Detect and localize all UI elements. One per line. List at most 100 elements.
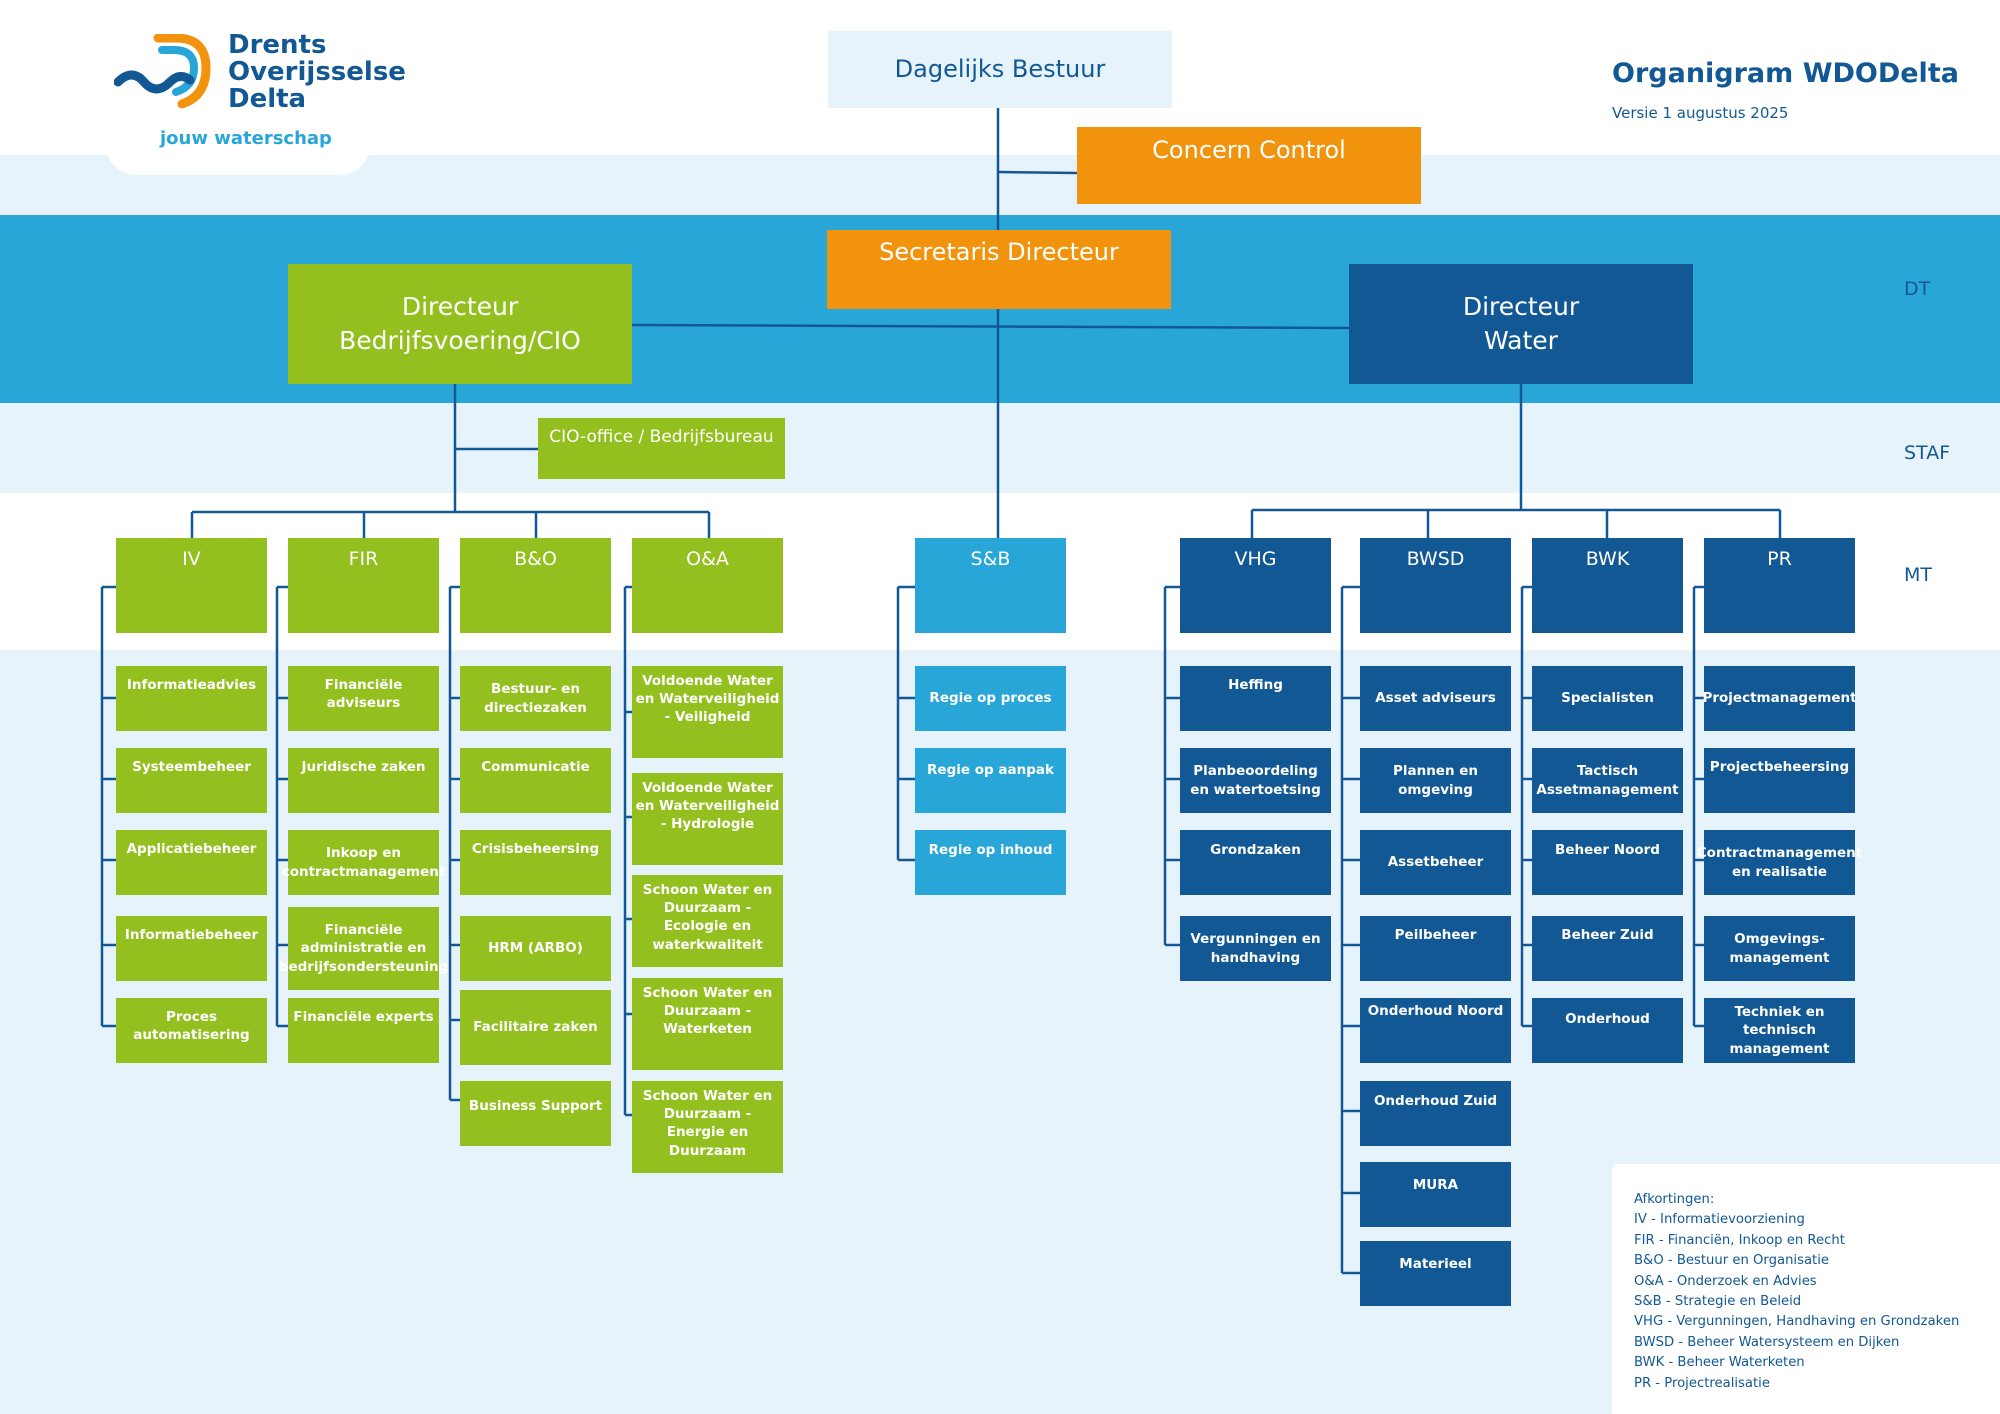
dept-pr-label: PR bbox=[1767, 548, 1792, 570]
unit-label: Heffing bbox=[1228, 677, 1283, 693]
unit-box: Systeembeheer bbox=[116, 748, 267, 813]
directeur-bedrijfsvoering-line2: Bedrijfsvoering/CIO bbox=[339, 326, 581, 355]
cio-office-box: CIO-office / Bedrijfsbureau bbox=[538, 418, 785, 479]
logo-icon bbox=[114, 34, 211, 109]
unit-label: Projectbeheersing bbox=[1709, 759, 1850, 775]
unit-label: Voldoende Water en Waterveiligheid - Vei… bbox=[635, 673, 780, 726]
logo-tagline: jouw waterschap bbox=[160, 128, 332, 149]
legend-title: Afkortingen: bbox=[1634, 1192, 1715, 1207]
secretaris-directeur-box: Secretaris Directeur bbox=[827, 230, 1171, 309]
logo-line-3: Delta bbox=[228, 84, 307, 114]
unit-label: Proces automatisering bbox=[133, 1009, 250, 1044]
unit-label: Materieel bbox=[1399, 1256, 1472, 1272]
secretaris-directeur-label: Secretaris Directeur bbox=[879, 238, 1119, 266]
dept-sb-box: S&B bbox=[915, 538, 1066, 633]
unit-box: Projectbeheersing bbox=[1704, 748, 1855, 813]
unit-box: Bestuur- en directiezaken bbox=[460, 666, 611, 731]
unit-box: Financiële experts bbox=[288, 998, 439, 1063]
unit-label: Onderhoud bbox=[1565, 1011, 1650, 1027]
unit-box: Peilbeheer bbox=[1360, 916, 1511, 981]
legend-item: S&B - Strategie en Beleid bbox=[1634, 1294, 1802, 1310]
unit-label: Regie op aanpak bbox=[927, 762, 1054, 778]
unit-label: Inkoop en contractmanagement bbox=[281, 845, 446, 880]
staf-band bbox=[0, 403, 2000, 493]
dept-bwk-box: BWK bbox=[1532, 538, 1683, 633]
legend-item: B&O - Bestuur en Organisatie bbox=[1634, 1253, 1829, 1269]
directeur-bedrijfsvoering-box: Directeur Bedrijfsvoering/CIO bbox=[288, 264, 632, 384]
unit-box: Inkoop en contractmanagement bbox=[282, 830, 445, 895]
dept-oa-label: O&A bbox=[686, 548, 729, 570]
unit-label: Peilbeheer bbox=[1394, 927, 1477, 943]
level-label-dt: DT bbox=[1904, 278, 1931, 300]
unit-label: Asset adviseurs bbox=[1375, 690, 1496, 707]
dept-fir-label: FIR bbox=[348, 548, 379, 570]
dept-vhg-box: VHG bbox=[1180, 538, 1331, 633]
unit-box: Onderhoud bbox=[1532, 998, 1683, 1063]
concern-control-box: Concern Control bbox=[1077, 127, 1421, 204]
unit-label: Schoon Water en Duurzaam - Ecologie en w… bbox=[642, 882, 773, 953]
unit-box: Regie op aanpak bbox=[915, 748, 1066, 813]
dept-bwsd-box: BWSD bbox=[1360, 538, 1511, 633]
unit-label: Onderhoud Noord bbox=[1367, 1003, 1504, 1019]
directeur-water-line1: Directeur bbox=[1462, 292, 1580, 322]
directeur-water-box: Directeur Water bbox=[1349, 264, 1693, 384]
unit-box: Schoon Water en Duurzaam - Energie en Du… bbox=[632, 1081, 783, 1173]
unit-box: Beheer Noord bbox=[1532, 830, 1683, 895]
unit-label: Communicatie bbox=[481, 759, 590, 775]
logo-line-2: Overijsselse bbox=[228, 57, 406, 87]
legend-item: BWSD - Beheer Watersysteem en Dijken bbox=[1634, 1334, 1900, 1350]
unit-label: Financiële administratie en bedrijfsonde… bbox=[278, 922, 449, 975]
unit-box: Voldoende Water en Waterveiligheid - Vei… bbox=[632, 666, 783, 758]
unit-box: Financiële administratie en bedrijfsonde… bbox=[279, 907, 448, 990]
unit-box: Tactisch Assetmanagement bbox=[1532, 748, 1683, 813]
unit-box: Planbeoordeling en watertoetsing bbox=[1180, 748, 1331, 813]
unit-box: Regie op proces bbox=[915, 666, 1066, 731]
concern-control-label: Concern Control bbox=[1152, 136, 1346, 164]
unit-box: Beheer Zuid bbox=[1532, 916, 1683, 981]
unit-box: Heffing bbox=[1180, 666, 1331, 731]
unit-label: Vergunningen en handhaving bbox=[1190, 931, 1321, 966]
dept-bwk-label: BWK bbox=[1585, 548, 1630, 570]
dept-pr-box: PR bbox=[1704, 538, 1855, 633]
dept-vhg-label: VHG bbox=[1234, 548, 1277, 570]
unit-box: Grondzaken bbox=[1180, 830, 1331, 895]
unit-box: Contractmanagement en realisatie bbox=[1697, 830, 1862, 895]
dagelijks-bestuur-box: Dagelijks Bestuur bbox=[828, 31, 1172, 108]
unit-box: Schoon Water en Duurzaam - Ecologie en w… bbox=[632, 875, 783, 967]
dept-sb-label: S&B bbox=[970, 548, 1011, 570]
unit-label: Specialisten bbox=[1561, 690, 1654, 707]
unit-label: Techniek en technisch management bbox=[1729, 1004, 1830, 1057]
level-label-mt: MT bbox=[1904, 564, 1932, 586]
unit-box: Financiële adviseurs bbox=[288, 666, 439, 731]
unit-label: Onderhoud Zuid bbox=[1373, 1093, 1498, 1109]
unit-box: Applicatiebeheer bbox=[116, 830, 267, 895]
unit-label: Voldoende Water en Waterveiligheid - Hyd… bbox=[635, 780, 780, 833]
unit-box: Informatiebeheer bbox=[116, 916, 267, 981]
unit-label: Schoon Water en Duurzaam - Waterketen bbox=[642, 985, 773, 1038]
dept-oa-box: O&A bbox=[632, 538, 783, 633]
dagelijks-bestuur-label: Dagelijks Bestuur bbox=[894, 55, 1106, 84]
unit-box: MURA bbox=[1360, 1162, 1511, 1227]
dept-iv-box: IV bbox=[116, 538, 267, 633]
level-label-staf: STAF bbox=[1904, 442, 1951, 464]
unit-box: Regie op inhoud bbox=[915, 830, 1066, 895]
legend-item: VHG - Vergunningen, Handhaving en Grondz… bbox=[1634, 1314, 1960, 1330]
unit-label: Schoon Water en Duurzaam - Energie en Du… bbox=[642, 1088, 773, 1159]
unit-label: Tactisch Assetmanagement bbox=[1536, 763, 1679, 798]
logo-card bbox=[106, 20, 370, 175]
unit-label: Omgevings-management bbox=[1729, 931, 1830, 966]
logo-line-1: Drents bbox=[228, 30, 327, 60]
unit-box: Assetbeheer bbox=[1360, 830, 1511, 895]
cio-office-label: CIO-office / Bedrijfsbureau bbox=[549, 427, 774, 447]
unit-label: Contractmanagement en realisatie bbox=[1696, 845, 1863, 880]
legend-item: PR - Projectrealisatie bbox=[1634, 1375, 1770, 1391]
dept-bwsd-label: BWSD bbox=[1406, 548, 1465, 570]
directeur-water-line2: Water bbox=[1484, 326, 1558, 355]
unit-label: Projectmanagement bbox=[1702, 690, 1857, 707]
unit-box: Proces automatisering bbox=[116, 998, 267, 1063]
logo-wordmark: Drents Overijsselse Delta bbox=[228, 32, 406, 113]
unit-box: Plannen en omgeving bbox=[1360, 748, 1511, 813]
directeur-bedrijfsvoering-line1: Directeur bbox=[401, 292, 519, 322]
unit-box: Specialisten bbox=[1532, 666, 1683, 731]
